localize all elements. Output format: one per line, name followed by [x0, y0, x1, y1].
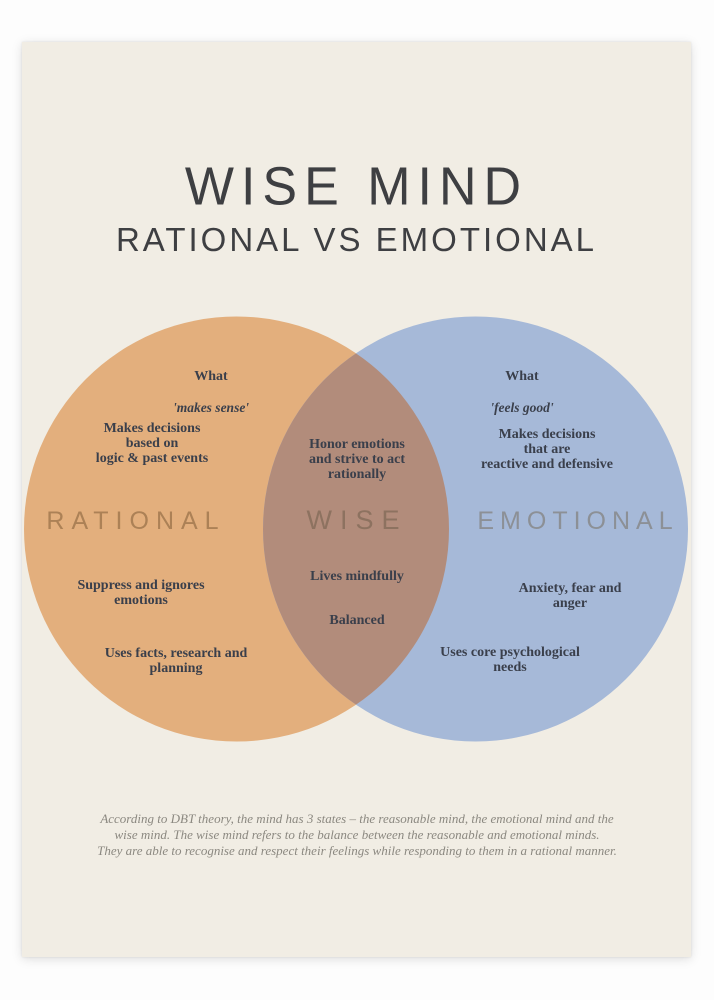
emotional-point-3: Uses core psychological needs	[440, 645, 580, 675]
emotional-label: EMOTIONAL	[477, 507, 679, 535]
rational-label: RATIONAL	[46, 507, 226, 535]
emotional-point-1: Makes decisions that are reactive and de…	[481, 427, 613, 472]
emotional-what-quote: 'feels good'	[490, 400, 554, 415]
wise-overlap-lens	[263, 316, 449, 742]
wise-label: WISE	[306, 505, 408, 535]
rational-what-heading: What	[194, 369, 228, 384]
rational-what-block: What 'makes sense'	[173, 354, 249, 431]
poster-header: WISE MIND RATIONAL VS EMOTIONAL	[22, 156, 691, 260]
emotional-what-heading: What	[505, 369, 539, 384]
wise-point-3: Balanced	[329, 613, 385, 628]
emotional-what-block: What 'feels good'	[490, 354, 553, 431]
venn-diagram	[24, 316, 688, 742]
page-subtitle: RATIONAL VS EMOTIONAL	[115, 221, 598, 258]
poster: WISE MIND RATIONAL VS EMOTIONAL What 'ma…	[22, 42, 691, 957]
wise-point-1: Honor emotions and strive to act rationa…	[308, 437, 406, 482]
rational-point-2: Suppress and ignores emotions	[77, 578, 205, 608]
rational-what-quote: 'makes sense'	[172, 400, 250, 415]
rational-point-1: Makes decisions based on logic & past ev…	[95, 421, 209, 466]
rational-point-3: Uses facts, research and planning	[104, 646, 248, 676]
footer-description: According to DBT theory, the mind has 3 …	[97, 811, 617, 858]
emotional-point-2: Anxiety, fear and anger	[518, 581, 622, 611]
wise-point-2: Lives mindfully	[310, 569, 404, 584]
page-title: WISE MIND	[184, 156, 529, 218]
